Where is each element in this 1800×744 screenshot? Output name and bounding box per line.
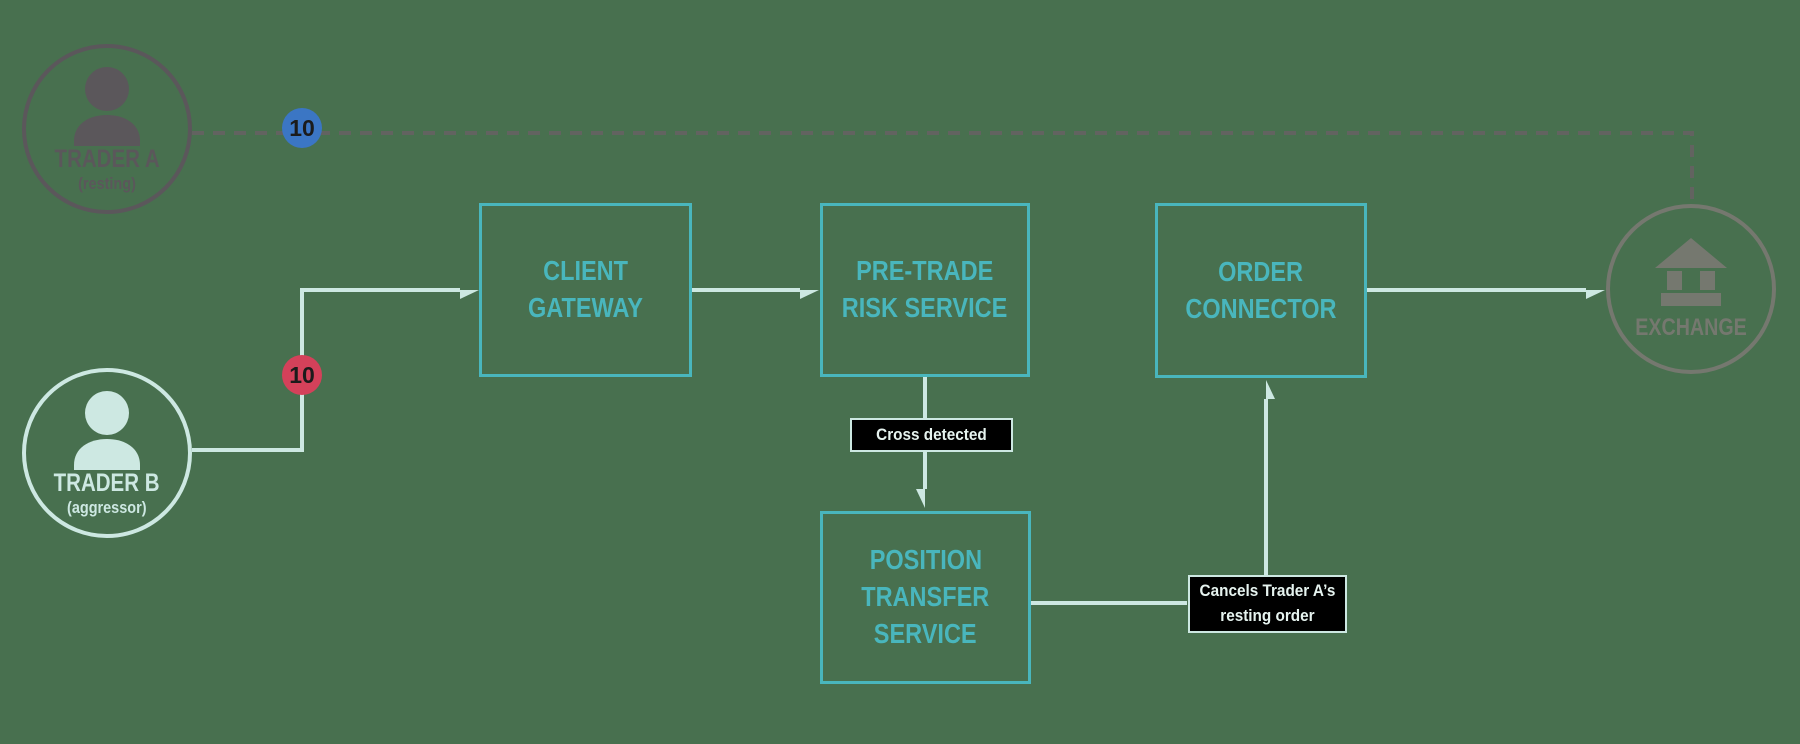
connector-trader-b-to-client-gateway	[192, 288, 460, 452]
node-client-gateway: CLIENT GATEWAY	[479, 203, 692, 377]
position-transfer-label-line2: TRANSFER	[861, 581, 990, 613]
node-trader-b: TRADER B (aggressor)	[22, 368, 192, 538]
trader-a-quantity-badge: 10	[282, 108, 322, 148]
node-pre-trade-risk-service: PRE-TRADE RISK SERVICE	[820, 203, 1030, 377]
node-order-connector: ORDER CONNECTOR	[1155, 203, 1367, 378]
pre-trade-label-line1: PRE-TRADE	[856, 255, 994, 287]
bank-icon	[1652, 237, 1730, 311]
node-exchange: EXCHANGE	[1606, 204, 1776, 374]
order-connector-label-line1: ORDER	[1218, 255, 1304, 287]
node-position-transfer-service: POSITION TRANSFER SERVICE	[820, 511, 1031, 684]
cancel-note-line2: resting order	[1220, 606, 1315, 625]
position-transfer-label-line1: POSITION	[869, 544, 982, 576]
client-gateway-label-line2: GATEWAY	[527, 292, 643, 323]
cancel-resting-order-label: Cancels Trader A’s resting order	[1188, 575, 1347, 633]
client-gateway-label-line1: CLIENT	[543, 255, 628, 287]
trader-b-sublabel: (aggressor)	[67, 497, 147, 517]
cross-detected-label: Cross detected	[850, 418, 1013, 452]
order-connector-label-line2: CONNECTOR	[1185, 292, 1337, 324]
person-icon	[68, 64, 146, 146]
trader-b-label: TRADER B	[54, 468, 160, 497]
cancel-note-line1: Cancels Trader A’s	[1199, 581, 1336, 601]
trader-a-label: TRADER A	[54, 144, 160, 173]
exchange-label: EXCHANGE	[1635, 313, 1747, 341]
cross-detected-text: Cross detected	[876, 424, 987, 444]
person-icon	[68, 388, 146, 470]
trader-b-quantity-badge: 10	[282, 355, 322, 395]
position-transfer-label-line3: SERVICE	[874, 617, 977, 649]
trader-a-sublabel: (resting)	[78, 173, 136, 193]
connector-trader-a-to-exchange-dashed	[192, 131, 1694, 201]
pre-trade-label-line2: RISK SERVICE	[842, 292, 1008, 323]
node-trader-a: TRADER A (resting)	[22, 44, 192, 214]
